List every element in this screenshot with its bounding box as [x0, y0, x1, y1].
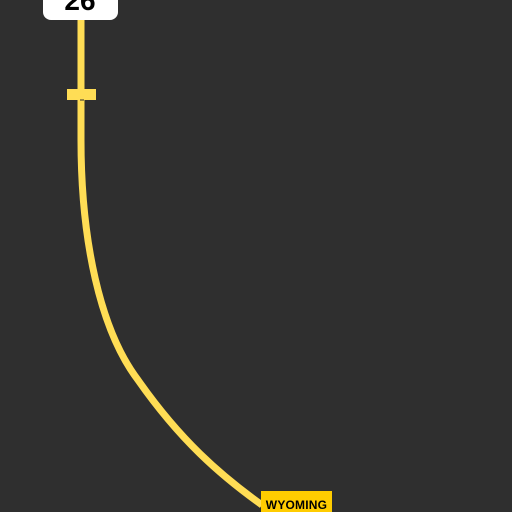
state-label-box [261, 491, 332, 512]
road-crossing-marker [67, 89, 96, 100]
state-label[interactable]: WYOMING [261, 491, 332, 512]
us-route-shield-icon [43, 0, 118, 20]
route-shield[interactable]: 26 [43, 0, 118, 20]
highway-route-line[interactable] [77, 0, 265, 508]
route-number: 26 [64, 0, 95, 16]
state-label-text: WYOMING [266, 498, 327, 512]
